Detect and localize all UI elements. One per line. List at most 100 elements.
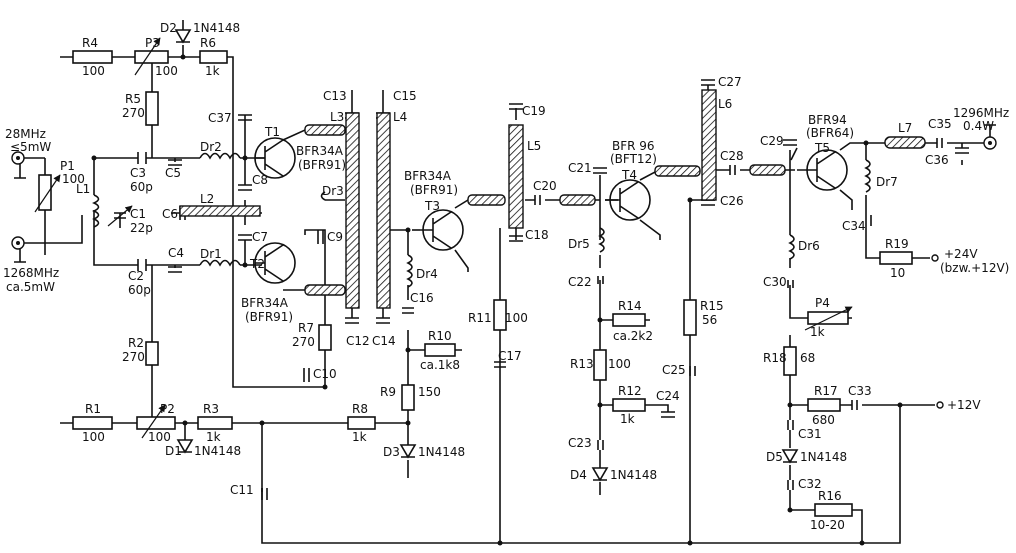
dr3-label: Dr3: [322, 184, 344, 198]
diode-D4: [591, 467, 609, 482]
t5-alt: (BFR64): [806, 126, 854, 140]
l1-label: L1: [76, 182, 90, 196]
potentiometer-P3: [134, 50, 169, 64]
supply-12v-label: +12V: [947, 398, 981, 412]
junction-dots: [91, 54, 903, 546]
transistor-T5: [797, 149, 848, 191]
p1-ref: P1: [60, 159, 75, 173]
connectors: [11, 124, 997, 409]
c17-ref: C17: [498, 349, 522, 363]
c18-ref: C18: [525, 228, 549, 242]
resistor-R17: [807, 398, 841, 412]
r5-value: 270: [122, 106, 145, 120]
t4-alt: (BFT12): [610, 152, 657, 166]
r12-ref: R12: [618, 384, 642, 398]
c32-ref: C32: [798, 477, 822, 491]
labels: 28MHz ≤5mW 1268MHz ca.5mW 1296MHz 0.4W +…: [3, 21, 1009, 532]
c30-ref: C30: [763, 275, 787, 289]
transistor-T3: [420, 209, 464, 251]
c23-ref: C23: [568, 436, 592, 450]
t1-alt: (BFR91): [298, 158, 346, 172]
supply-24v-alt: (bzw.+12V): [940, 261, 1009, 275]
r19-value: 10: [890, 266, 905, 280]
resistor-R8: [347, 416, 376, 430]
potentiometer-P1: [38, 174, 52, 211]
c8-ref: C8: [252, 173, 268, 187]
t4-ref: T4: [621, 168, 637, 182]
r12-value: 1k: [620, 412, 635, 426]
r18-value: 68: [800, 351, 815, 365]
choke-Dr7: [864, 159, 871, 193]
diode-D5: [781, 449, 799, 464]
c29-ref: C29: [760, 134, 784, 148]
c35-ref: C35: [928, 117, 952, 131]
choke-Dr2: [199, 152, 241, 160]
c5-ref: C5: [165, 166, 181, 180]
l4-label: L4: [393, 110, 407, 124]
d5-ref: D5: [766, 450, 783, 464]
r6-value: 1k: [205, 64, 220, 78]
resistors: [34, 37, 913, 517]
transistor-T4: [605, 179, 651, 221]
c13-ref: C13: [323, 89, 347, 103]
p2-value: 100: [148, 430, 171, 444]
p2-ref: P2: [160, 402, 175, 416]
r16-value: 10-20: [810, 518, 845, 532]
d2-ref: D2: [160, 21, 177, 35]
r4-ref: R4: [82, 36, 98, 50]
diode-D2: [174, 29, 192, 44]
c28-ref: C28: [720, 149, 744, 163]
dr2-label: Dr2: [200, 140, 222, 154]
c1-ref: C1: [130, 207, 146, 221]
c34-ref: C34: [842, 219, 866, 233]
c10-ref: C10: [313, 367, 337, 381]
l6-label: L6: [718, 97, 732, 111]
dr7-label: Dr7: [876, 175, 898, 189]
p3-value: 100: [155, 64, 178, 78]
r2-value: 270: [122, 350, 145, 364]
d4-ref: D4: [570, 468, 587, 482]
port-1268mhz-label: 1268MHz: [3, 266, 59, 280]
c21-ref: C21: [568, 161, 592, 175]
stripline-L2: [179, 205, 261, 217]
r9-ref: R9: [380, 385, 396, 399]
c12-ref: C12: [346, 334, 370, 348]
port-1296mhz-label: 1296MHz: [953, 106, 1009, 120]
c4-ref: C4: [168, 246, 184, 260]
stripline-L4: [376, 112, 391, 309]
c37-ref: C37: [208, 111, 232, 125]
diodes: [174, 29, 799, 482]
c3-value: 60p: [130, 180, 153, 194]
c16-ref: C16: [410, 291, 434, 305]
c3-ref: C3: [130, 166, 146, 180]
inductor-L1: [92, 194, 100, 228]
t4-type: BFR 96: [612, 139, 655, 153]
t5-ref: T5: [814, 141, 830, 155]
c2-value: 60p: [128, 283, 151, 297]
t2-alt: (BFR91): [245, 310, 293, 324]
resistor-R14: [612, 313, 646, 327]
c20-ref: C20: [533, 179, 557, 193]
c24-ref: C24: [656, 389, 680, 403]
c6-ref: C6: [162, 207, 178, 221]
r15-ref: R15: [700, 299, 724, 313]
port-28mhz-power: ≤5mW: [10, 140, 51, 154]
resistor-R5: [145, 91, 159, 126]
potentiometer-P4: [807, 311, 849, 325]
d3-type: 1N4148: [418, 445, 465, 459]
c2-ref: C2: [128, 269, 144, 283]
t3-ref: T3: [424, 199, 440, 213]
l3-label: L3: [330, 110, 344, 124]
d4-type: 1N4148: [610, 468, 657, 482]
port-1268mhz-power: ca.5mW: [6, 280, 55, 294]
c9-ref: C9: [327, 230, 343, 244]
resistor-R12: [612, 398, 646, 412]
r19-ref: R19: [885, 237, 909, 251]
r9-value: 150: [418, 385, 441, 399]
resistor-R4: [72, 50, 113, 64]
t3-type: BFR34A: [404, 169, 452, 183]
t1-type: BFR34A: [296, 144, 344, 158]
resistor-R19: [879, 251, 913, 265]
resistor-R6: [199, 50, 228, 64]
supply-24v-label: +24V: [944, 247, 978, 261]
